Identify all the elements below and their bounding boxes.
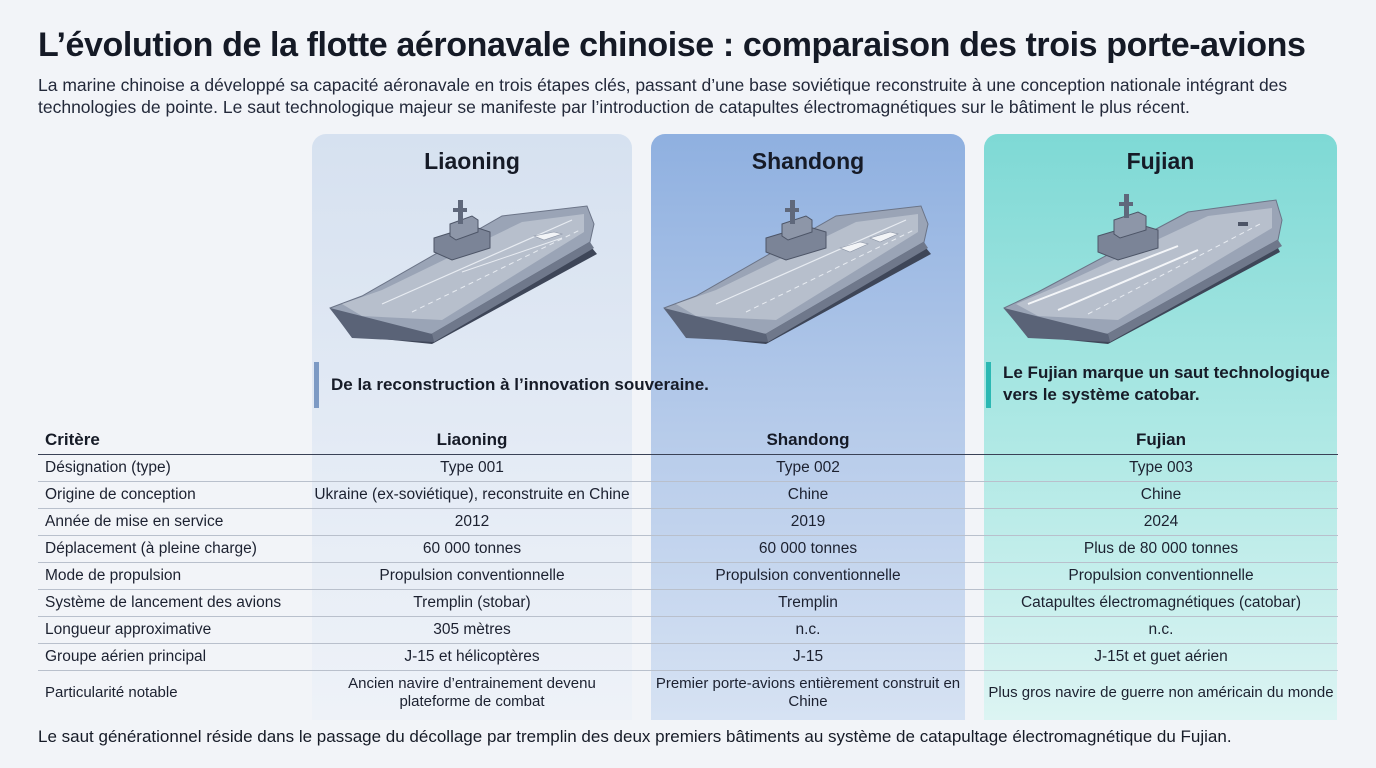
cell-liaoning: Propulsion conventionnelle — [312, 562, 632, 590]
table-row: Origine de conception Ukraine (ex-soviét… — [38, 481, 1338, 509]
header-fujian: Fujian — [1135, 429, 1187, 449]
cell-shandong: Tremplin — [651, 589, 965, 617]
cell-fujian: Plus de 80 000 tonnes — [984, 535, 1338, 563]
header-shandong: Shandong — [766, 429, 850, 449]
table-row: Déplacement (à pleine charge) 60 000 ton… — [38, 535, 1338, 563]
row-label: Longueur approximative — [38, 616, 312, 644]
page-title: L’évolution de la flotte aéronavale chin… — [38, 26, 1306, 64]
cell-liaoning: 2012 — [312, 508, 632, 536]
cell-liaoning: 305 mètres — [312, 616, 632, 644]
table-row: Mode de propulsion Propulsion convention… — [38, 562, 1338, 590]
header-liaoning: Liaoning — [436, 429, 508, 449]
table-row: Système de lancement des avions Tremplin… — [38, 589, 1338, 617]
cell-liaoning: Type 001 — [312, 454, 632, 482]
cell-fujian: n.c. — [984, 616, 1338, 644]
header-critere: Critère — [45, 429, 100, 449]
cell-shandong: J-15 — [651, 643, 965, 671]
cell-liaoning: 60 000 tonnes — [312, 535, 632, 563]
table-header-row: Critère Liaoning Shandong Fujian — [38, 426, 1338, 454]
table-row: Particularité notable Ancien navire d’en… — [38, 670, 1338, 716]
cell-shandong: Propulsion conventionnelle — [651, 562, 965, 590]
footer-conclusion: Le saut générationnel réside dans le pas… — [38, 727, 1232, 746]
shandong-carrier-illustration — [663, 200, 931, 344]
cell-fujian: J-15t et guet aérien — [984, 643, 1338, 671]
cell-liaoning: J-15 et hélicoptères — [312, 643, 632, 671]
cell-shandong: 60 000 tonnes — [651, 535, 965, 563]
intro-paragraph: La marine chinoise a développé sa capaci… — [38, 75, 1288, 117]
cell-shandong: Premier porte-avions entièrement constru… — [655, 675, 961, 711]
cell-shandong: Chine — [651, 481, 965, 509]
table-row: Année de mise en service 2012 2019 2024 — [38, 508, 1338, 536]
ship-name-liaoning: Liaoning — [424, 148, 520, 174]
cell-shandong: n.c. — [651, 616, 965, 644]
row-label: Système de lancement des avions — [38, 589, 312, 617]
cell-fujian: Propulsion conventionnelle — [984, 562, 1338, 590]
cell-fujian: Plus gros navire de guerre non américain… — [988, 684, 1334, 702]
table-row: Groupe aérien principal J-15 et hélicopt… — [38, 643, 1338, 671]
table-row: Longueur approximative 305 mètres n.c. n… — [38, 616, 1338, 644]
cell-fujian: Chine — [984, 481, 1338, 509]
liaoning-carrier-illustration — [329, 200, 597, 344]
row-label: Groupe aérien principal — [38, 643, 312, 671]
cell-fujian: Type 003 — [984, 454, 1338, 482]
table-row: Désignation (type) Type 001 Type 002 Typ… — [38, 454, 1338, 482]
row-label: Désignation (type) — [38, 454, 312, 482]
cell-liaoning: Ukraine (ex-soviétique), reconstruite en… — [312, 481, 632, 509]
row-label: Particularité notable — [45, 684, 178, 702]
cell-fujian: Catapultes électromagnétiques (catobar) — [984, 589, 1338, 617]
cell-shandong: 2019 — [651, 508, 965, 536]
cell-fujian: 2024 — [984, 508, 1338, 536]
row-label: Déplacement (à pleine charge) — [38, 535, 312, 563]
cell-shandong: Type 002 — [651, 454, 965, 482]
cell-liaoning: Tremplin (stobar) — [312, 589, 632, 617]
callout-liaoning: De la reconstruction à l’innovation souv… — [314, 362, 709, 408]
fujian-carrier-illustration — [1003, 194, 1283, 344]
row-label: Origine de conception — [38, 481, 312, 509]
cell-liaoning: Ancien navire d’entrainement devenu plat… — [348, 675, 596, 711]
callout-fujian: Le Fujian marque un saut technologique v… — [986, 362, 1336, 408]
ship-name-shandong: Shandong — [751, 148, 865, 174]
ship-name-fujian: Fujian — [1126, 148, 1195, 174]
comparison-table: Critère Liaoning Shandong Fujian Désigna… — [38, 426, 1338, 716]
row-label: Année de mise en service — [38, 508, 312, 536]
row-label: Mode de propulsion — [38, 562, 312, 590]
